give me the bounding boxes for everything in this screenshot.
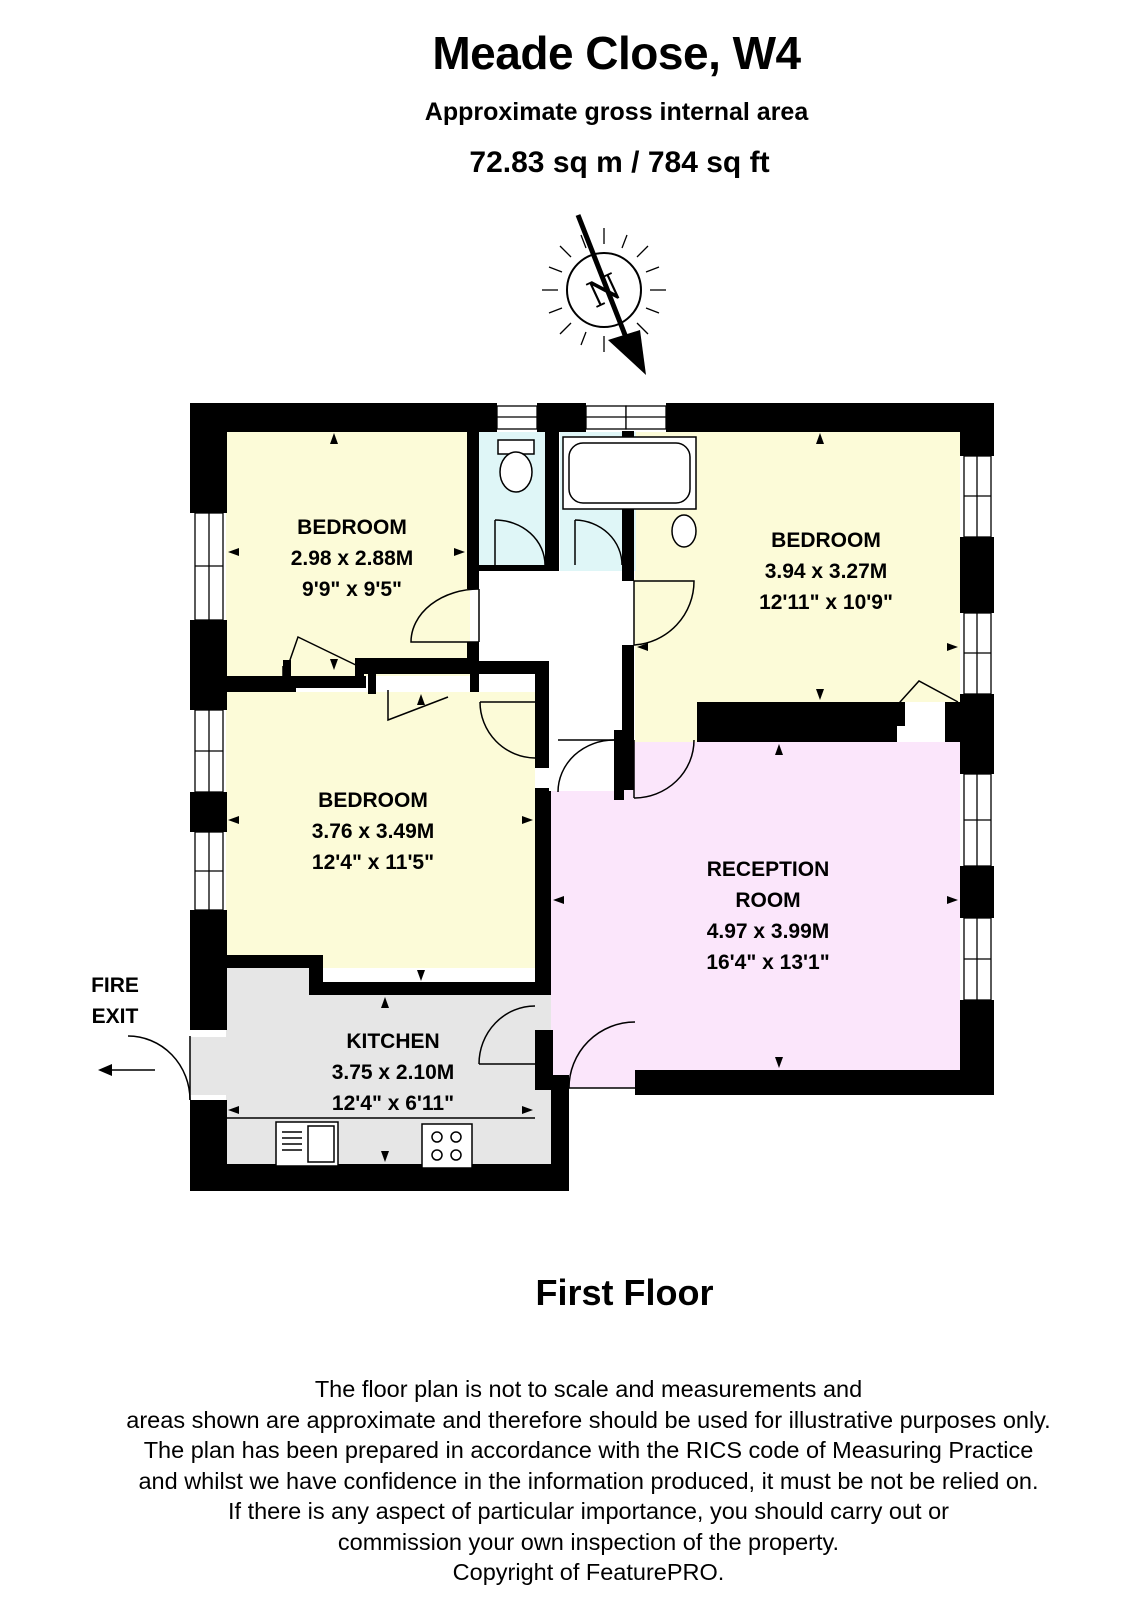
disclaimer-line: The floor plan is not to scale and measu… bbox=[314, 1376, 863, 1402]
room-dim-metric: 3.75 x 2.10M bbox=[332, 1061, 455, 1084]
room-dim-imperial: 12'4" x 11'5" bbox=[312, 851, 434, 874]
room-dim-metric: 4.97 x 3.99M bbox=[707, 920, 830, 943]
plan-subtitle: Approximate gross internal area bbox=[424, 98, 809, 126]
windows bbox=[194, 405, 992, 1001]
sink-icon bbox=[275, 1121, 339, 1167]
fixtures bbox=[226, 436, 697, 1169]
reception-area bbox=[551, 742, 960, 1088]
bedroom-2-area bbox=[635, 431, 960, 742]
room-dim-metric: 3.94 x 3.27M bbox=[765, 560, 888, 583]
room-dim-imperial: 12'4" x 6'11" bbox=[332, 1092, 454, 1115]
disclaimer-line: The plan has been prepared in accordance… bbox=[143, 1437, 1034, 1463]
doors bbox=[127, 519, 959, 1101]
room-dim-imperial: 12'11" x 10'9" bbox=[759, 591, 893, 614]
hob-icon bbox=[421, 1123, 473, 1169]
disclaimer-line: and whilst we have confidence in the inf… bbox=[138, 1467, 1039, 1494]
disclaimer-line: areas shown are approximate and therefor… bbox=[126, 1406, 1051, 1433]
disclaimer: The floor plan is not to scale and measu… bbox=[0, 1374, 1139, 1588]
compass-needle-icon bbox=[575, 214, 630, 341]
disclaimer-line: Copyright of FeaturePRO. bbox=[452, 1559, 725, 1585]
room-name: BEDROOM bbox=[771, 529, 881, 552]
room-name: BEDROOM bbox=[297, 516, 407, 539]
compass-arrow-icon bbox=[608, 330, 646, 375]
room-dim-imperial: 16'4" x 13'1" bbox=[706, 951, 829, 974]
compass-rays-icon bbox=[542, 228, 666, 352]
basin-icon bbox=[671, 514, 697, 548]
room-name: RECEPTION bbox=[707, 858, 830, 881]
room-dim-metric: 2.98 x 2.88M bbox=[291, 547, 414, 570]
room-bedroom-1: BEDROOM 2.98 x 2.88M 9'9" x 9'5" bbox=[291, 516, 414, 601]
svg-text:EXIT: EXIT bbox=[92, 1005, 139, 1028]
room-reception: RECEPTION ROOM 4.97 x 3.99M 16'4" x 13'1… bbox=[706, 858, 829, 974]
room-bedroom-3: BEDROOM 3.76 x 3.49M 12'4" x 11'5" bbox=[312, 789, 435, 874]
room-dim-metric: 3.76 x 3.49M bbox=[312, 820, 435, 843]
gross-area: 72.83 sq m / 784 sq ft bbox=[469, 146, 770, 179]
svg-text:FIRE: FIRE bbox=[91, 974, 139, 997]
bedroom-1-area bbox=[226, 431, 470, 676]
room-name-line2: ROOM bbox=[735, 889, 800, 912]
compass-circle-icon bbox=[566, 252, 642, 328]
floor-label: First Floor bbox=[535, 1272, 714, 1313]
dimension-arrows bbox=[228, 433, 958, 1162]
room-name: BEDROOM bbox=[318, 789, 428, 812]
plan-title: Meade Close, W4 bbox=[432, 27, 801, 79]
compass: N bbox=[542, 214, 666, 375]
room-bedroom-2: BEDROOM 3.94 x 3.27M 12'11" x 10'9" bbox=[759, 529, 893, 614]
bedroom-3-area bbox=[226, 692, 535, 968]
fire-exit-label: FIRE EXIT bbox=[91, 974, 139, 1028]
room-dim-imperial: 9'9" x 9'5" bbox=[302, 578, 402, 601]
bath-icon bbox=[562, 436, 697, 510]
toilet-bowl-icon bbox=[499, 451, 533, 493]
disclaimer-line: If there is any aspect of particular imp… bbox=[227, 1498, 950, 1524]
walls bbox=[190, 403, 994, 1191]
disclaimer-line: commission your own inspection of the pr… bbox=[337, 1528, 840, 1555]
room-kitchen: KITCHEN 3.75 x 2.10M 12'4" x 6'11" bbox=[332, 1030, 455, 1115]
room-name: KITCHEN bbox=[346, 1030, 439, 1053]
